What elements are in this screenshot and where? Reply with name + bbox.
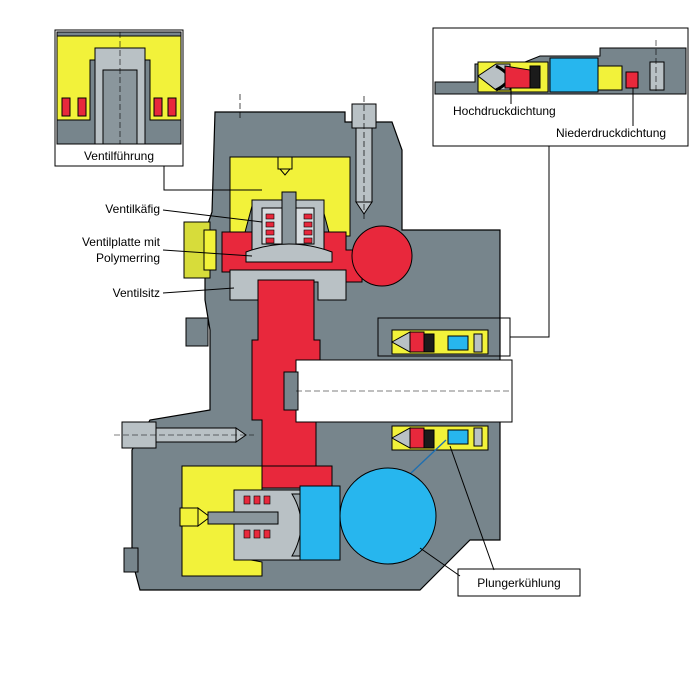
lower-valve-assembly [179, 465, 341, 577]
discharge-cavity [351, 225, 413, 287]
detail-seals: Hochdruckdichtung Niederdruckdichtung [432, 27, 689, 147]
label-hochdruckdichtung: Hochdruckdichtung [453, 104, 556, 118]
left-lower-nub [123, 547, 139, 573]
low-pressure-seal [625, 71, 639, 89]
top-bolt [351, 96, 377, 222]
label-plungerkuehlung: Plungerkühlung [477, 576, 560, 590]
label-ventilfuehrung: Ventilführung [84, 149, 154, 163]
label-ventilsitz: Ventilsitz [113, 286, 160, 300]
callout-plungerkuehlung: Plungerkühlung [457, 568, 581, 597]
cooling-line [409, 439, 447, 475]
valve-plate [245, 243, 333, 263]
lower-springs [243, 495, 271, 539]
plunger-packing-upper [390, 329, 489, 355]
plunger-cooling-sphere [339, 467, 437, 565]
middle-bolt [114, 421, 254, 449]
high-pressure-seal [504, 65, 531, 89]
label-niederdruckdichtung: Niederdruckdichtung [556, 126, 666, 140]
pump-chamber [251, 279, 513, 471]
upper-valve-assembly [183, 156, 363, 301]
upper-springs [265, 213, 313, 244]
valve-guide [281, 191, 297, 253]
label-ventilplatte-line2: Polymerring [96, 251, 160, 265]
left-flange-plug [185, 317, 209, 347]
label-ventilkaefig: Ventilkäfig [105, 202, 160, 216]
detail-valve-guide: Ventilführung [54, 29, 184, 167]
lower-cooling-zone [299, 485, 341, 561]
label-ventilplatte-line1: Ventilplatte mit [82, 235, 161, 249]
